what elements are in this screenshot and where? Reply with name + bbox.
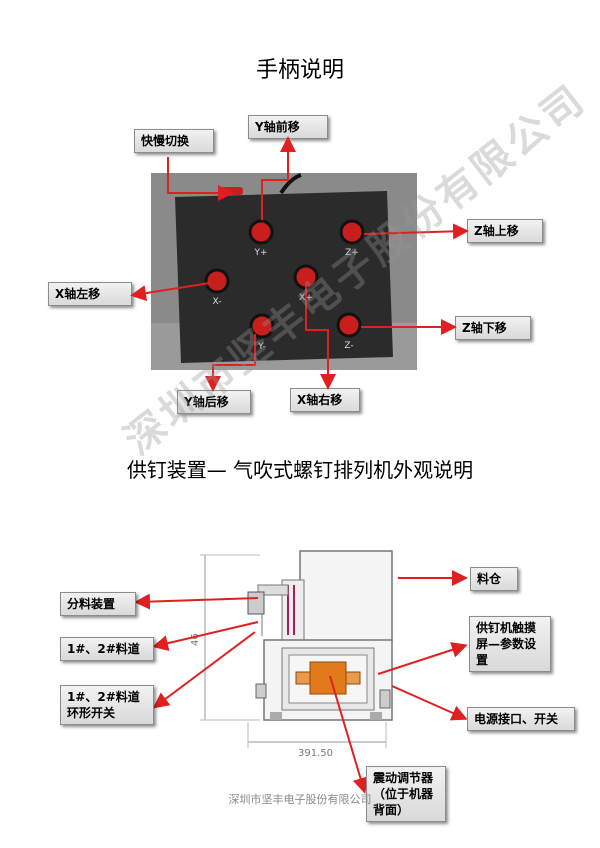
x-minus-button (204, 268, 230, 294)
y-plus-label: Y+ (253, 248, 267, 258)
z-minus-label: Z- (344, 341, 353, 351)
distributor-arrow (134, 593, 259, 610)
touchscreen-callout: 供钉机触摸屏—参数设置 (469, 616, 551, 672)
footer-company: 深圳市坚丰电子股份有限公司 (228, 793, 372, 806)
z-up-callout: Z轴上移 (467, 219, 543, 243)
height-dimension: 46 (190, 633, 201, 646)
y-plus-button (248, 219, 274, 245)
y-forward-callout: Y轴前移 (248, 115, 328, 139)
track-callout: 1#、2#料道 (60, 637, 154, 661)
track-switch-arrow (152, 631, 256, 709)
x-right-arrow (305, 285, 336, 390)
z-minus-button (336, 312, 362, 338)
y-minus-label: Y- (257, 342, 266, 352)
x-left-callout: X轴左移 (48, 282, 132, 306)
power-callout: 电源接口、开关 (467, 707, 575, 731)
touchscreen-arrow (377, 642, 468, 675)
hopper-callout: 料仓 (470, 567, 518, 591)
z-plus-button (339, 219, 365, 245)
speed-toggle-arrow (167, 157, 234, 201)
controller-photo: Y+ Z+ X- X+ Y- Z- (151, 173, 417, 370)
vibration-callout: 震动调节器（位于机器背面） (366, 766, 446, 822)
y-forward-arrow (261, 136, 296, 220)
feeder-title: 供钉装置— 气吹式螺钉排列机外观说明 (126, 458, 474, 482)
width-dimension: 391.50 (298, 748, 333, 759)
speed-toggle-callout: 快慢切换 (134, 129, 214, 153)
y-minus-button (249, 313, 275, 339)
y-back-arrow (205, 334, 256, 392)
z-plus-label: Z+ (345, 248, 359, 258)
distributor-callout: 分料装置 (60, 592, 136, 616)
track-switch-callout: 1#、2#料道环形开关 (60, 685, 154, 725)
track-arrow (152, 621, 259, 652)
x-minus-label: X- (213, 297, 222, 307)
power-arrow (391, 685, 468, 721)
z-down-callout: Z轴下移 (455, 316, 531, 340)
x-left-arrow (130, 282, 211, 302)
y-back-callout: Y轴后移 (177, 390, 251, 414)
handle-title: 手柄说明 (255, 58, 344, 83)
x-right-callout: X轴右移 (290, 388, 360, 412)
vibration-arrow (329, 675, 369, 794)
z-up-arrow (363, 223, 469, 240)
